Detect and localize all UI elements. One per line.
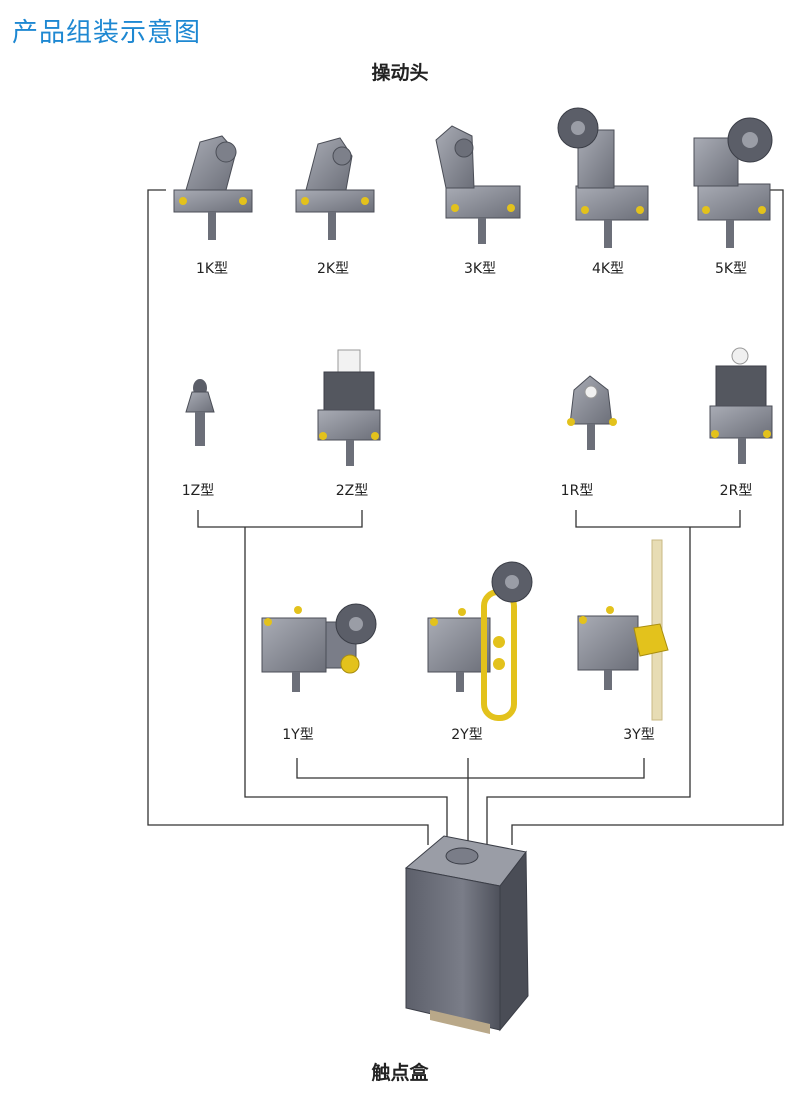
head-2y-image bbox=[427, 561, 533, 721]
head-5k-image bbox=[693, 117, 773, 248]
connector-zr-bracket-right bbox=[486, 510, 741, 845]
head-1y-image bbox=[261, 603, 377, 692]
head-1z-image bbox=[185, 379, 215, 446]
head-label-1r: 1R型 bbox=[560, 483, 594, 499]
head-2z-image bbox=[317, 349, 381, 466]
head-label-2y: 2Y型 bbox=[451, 727, 483, 743]
head-label-3k: 3K型 bbox=[463, 261, 497, 277]
head-3k-image bbox=[435, 125, 521, 244]
head-section-title: 操动头 bbox=[371, 62, 429, 84]
connector-lines bbox=[147, 189, 784, 845]
head-label-4k: 4K型 bbox=[591, 261, 625, 277]
head-1r-image bbox=[567, 375, 617, 450]
connector-k-right bbox=[511, 189, 784, 845]
head-2k-image bbox=[295, 137, 375, 240]
head-label-3y: 3Y型 bbox=[623, 727, 655, 743]
head-2r-image bbox=[709, 347, 773, 464]
head-3y-image bbox=[577, 539, 669, 721]
head-4k-image bbox=[557, 107, 649, 248]
connector-k-left bbox=[147, 189, 429, 845]
head-label-2r: 2R型 bbox=[719, 483, 753, 499]
page-title: 产品组装示意图 bbox=[12, 18, 202, 48]
head-label-1y: 1Y型 bbox=[282, 727, 314, 743]
head-1k-image bbox=[173, 135, 253, 240]
contact-box-image bbox=[404, 835, 529, 1034]
head-label-2k: 2K型 bbox=[316, 261, 350, 277]
connector-y-bracket bbox=[296, 758, 645, 845]
head-label-1k: 1K型 bbox=[195, 261, 229, 277]
head-label-2z: 2Z型 bbox=[335, 483, 369, 499]
connector-zr-bracket-left bbox=[197, 510, 448, 845]
contact-box-label: 触点盒 bbox=[371, 1062, 429, 1084]
head-label-5k: 5K型 bbox=[714, 261, 748, 277]
head-label-1z: 1Z型 bbox=[181, 483, 215, 499]
